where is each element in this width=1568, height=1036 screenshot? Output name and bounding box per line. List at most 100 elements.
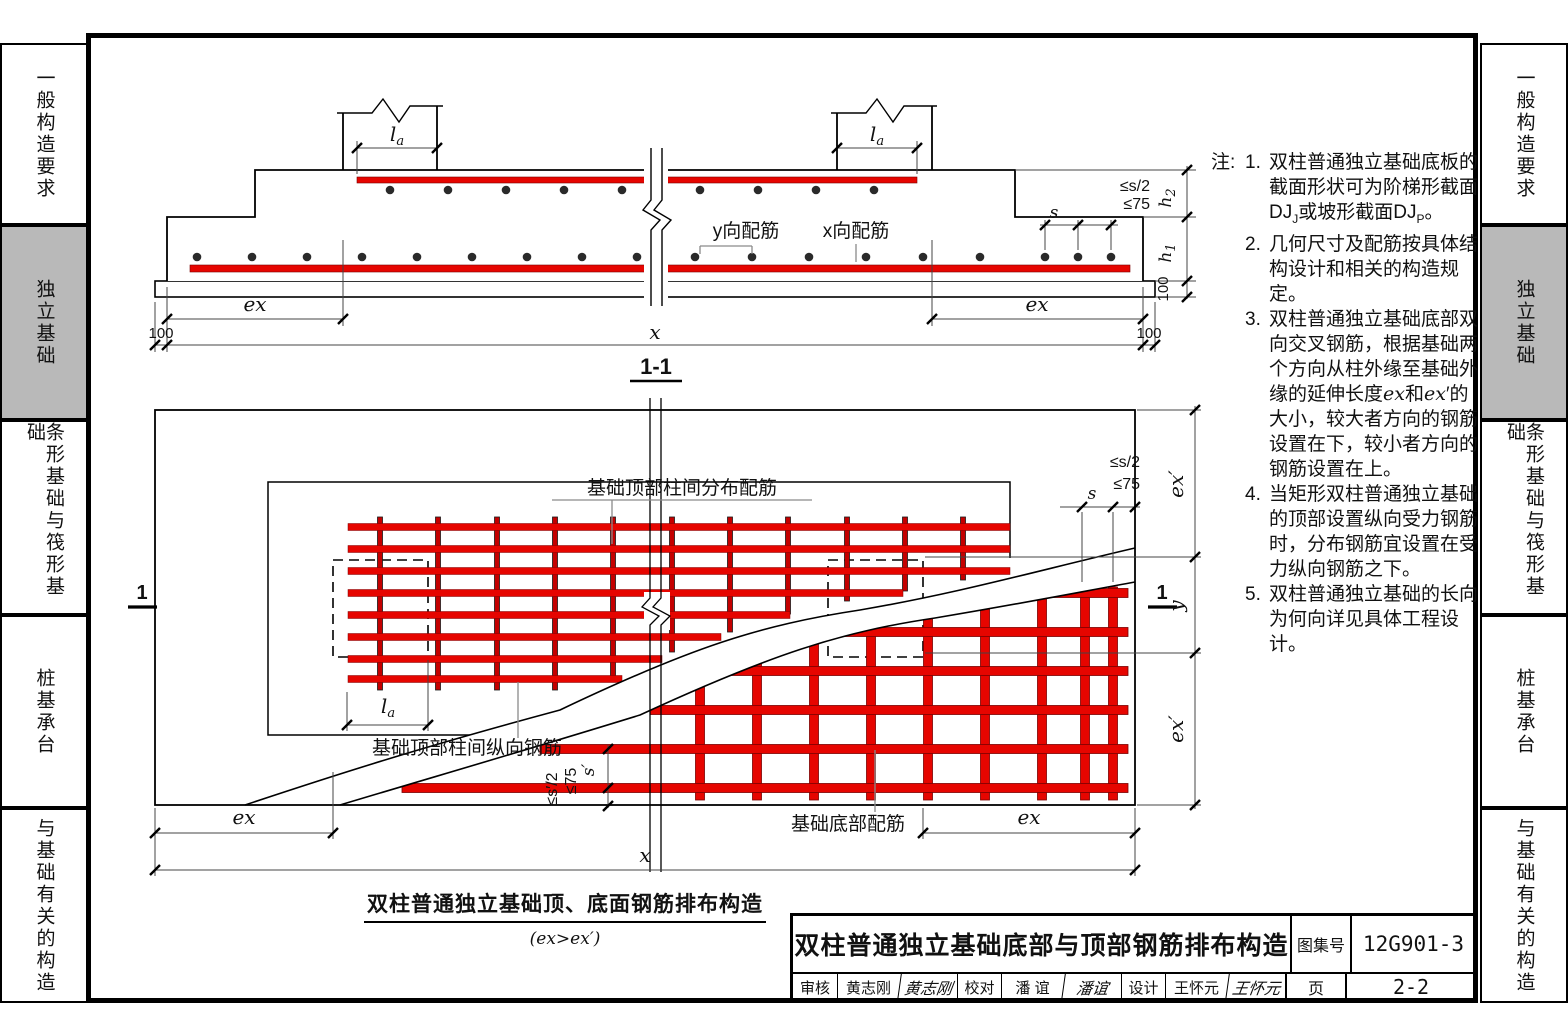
rebar-dot <box>753 185 763 195</box>
dim-la: la <box>390 122 404 149</box>
dim-ex-prime: ex′ <box>1164 715 1188 743</box>
dim-le-75: ≤75 <box>563 768 580 795</box>
label-top-longitudinal-rebar: 基础顶部柱间纵向钢筋 <box>372 737 562 759</box>
rebar-dot <box>385 185 395 195</box>
sidebar-tab-strip-raft: 条形基础与筏形基础 <box>0 420 88 615</box>
reviewer-label: 审核 <box>799 979 830 997</box>
note-item: 2.几何尺寸及配筋按具体结构设计和相关的构造规定。 <box>1245 233 1479 305</box>
bottom-grid-horizontal-bar <box>539 744 1129 754</box>
sidebar-tab-strip-raft: 条形基础与筏形基础 <box>1480 420 1568 615</box>
page-number: 2-2 <box>1345 974 1475 1000</box>
reviewer-name: 黄志刚 <box>837 974 899 1000</box>
title-block: 双柱普通独立基础底部与顶部钢筋排布构造 图集号 12G901-3 审核 黄志刚 … <box>790 913 1478 1003</box>
top-grid-vertical-bar <box>902 516 908 592</box>
column-break-icon <box>337 97 443 124</box>
column-break-icon <box>831 97 937 124</box>
peel-band-edge <box>244 547 1136 806</box>
page-label: 页 <box>1285 974 1345 1000</box>
rebar-dot <box>302 252 312 262</box>
rebar-dot <box>522 252 532 262</box>
dim-le-75: ≤75 <box>1123 196 1150 213</box>
section-marker-1: 1 <box>136 582 147 604</box>
notes-block: 注: 1.双柱普通独立基础底板的截面形状可为阶梯形截面DJJ或坡形截面DJP。 … <box>1211 150 1483 657</box>
rebar-dot <box>247 252 257 262</box>
rebar-dot <box>559 185 569 195</box>
rebar-dot <box>975 252 985 262</box>
dim-la: la <box>870 122 884 149</box>
rebar-dot <box>577 252 587 262</box>
break-line-icon <box>651 398 672 872</box>
sidebar-tab-pile-cap: 桩基承台 <box>1480 615 1568 808</box>
leader-lines <box>699 244 857 262</box>
section-name: 1-1 <box>640 354 672 379</box>
rebar-dot <box>412 252 422 262</box>
dim-y: y <box>1164 600 1188 613</box>
top-rebar-grid <box>347 516 1011 691</box>
dim-100: 100 <box>1155 276 1172 301</box>
plan-dim-ticks <box>149 404 1201 876</box>
dim-h1: h1 <box>1156 243 1179 262</box>
sidebar-tab-pile-cap: 桩基承台 <box>0 615 88 808</box>
sidebar-tab-related: 与基础有关的构造 <box>1480 808 1568 1003</box>
top-grid-horizontal-bar <box>347 545 1011 553</box>
rebar-dot <box>1040 252 1050 262</box>
dim-100: 100 <box>1136 325 1161 342</box>
section-marker-1: 1 <box>1156 582 1167 604</box>
sidebar-tab-general: 一般构造要求 <box>0 43 88 225</box>
rebar-dot <box>747 252 757 262</box>
break-line-icon <box>640 398 661 872</box>
rebar-dot <box>501 185 511 195</box>
top-grid-horizontal-bar <box>347 523 1011 531</box>
leader-lines <box>517 499 876 812</box>
rebar-dot <box>632 252 642 262</box>
sidebar-tab-related: 与基础有关的构造 <box>0 808 88 1003</box>
plan-view: 1 1 基础顶部柱间分布配筋 基础顶部柱间纵向钢筋 基础底部配筋 la s′ ≤… <box>128 398 1201 949</box>
label-x-rebar: x向配筋 <box>823 220 890 242</box>
rebar-dot <box>695 185 705 195</box>
top-grid-vertical-bar <box>844 516 850 602</box>
top-grid-horizontal-bar <box>347 655 663 663</box>
dim-x: x <box>649 320 660 344</box>
dim-la: la <box>381 694 395 721</box>
designer-name: 王怀元 <box>1165 974 1227 1000</box>
inner-step-outline <box>267 481 1011 736</box>
rebar-dot <box>357 252 367 262</box>
rebar-dot <box>811 185 821 195</box>
note-item: 3.双柱普通独立基础底部双向交叉钢筋，根据基础两个方向从柱外缘至基础外缘的延伸长… <box>1245 308 1479 480</box>
top-grid-vertical-bar <box>435 516 441 691</box>
top-grid-horizontal-bar <box>347 589 904 597</box>
bottom-grid-vertical-bar <box>1108 586 1118 801</box>
rebar-dot <box>690 252 700 262</box>
label-bottom-rebar: 基础底部配筋 <box>791 813 905 835</box>
dim-s: s <box>1050 203 1059 223</box>
note-item: 5.双柱普通独立基础的长向为何向详见具体工程设计。 <box>1245 583 1479 655</box>
top-grid-vertical-bar <box>552 516 558 691</box>
checker-name: 潘 谊 <box>1001 974 1063 1000</box>
checker-label: 校对 <box>957 974 1001 1000</box>
break-line-icon <box>641 148 662 306</box>
dim-le-s2: ≤s/2 <box>1120 178 1150 195</box>
peel-band <box>245 548 1135 805</box>
dim-ex-prime: ex′ <box>1164 470 1188 498</box>
rebar-dot <box>804 252 814 262</box>
sidebar-tab-independent-foundation: 独立基础 <box>0 225 88 420</box>
checker-signature: 潘谊 <box>1061 974 1123 1000</box>
top-grid-vertical-bar <box>669 516 675 653</box>
dim-x: x <box>639 843 650 867</box>
note-item: 1.双柱普通独立基础底板的截面形状可为阶梯形截面DJJ或坡形截面DJP。 <box>1245 152 1479 226</box>
rebar-dot <box>861 252 871 262</box>
rebar-dot <box>1073 252 1083 262</box>
top-grid-horizontal-bar <box>347 611 791 619</box>
dim-le-75: ≤75 <box>1113 476 1140 493</box>
designer-signature: 王怀元 <box>1225 974 1287 1000</box>
top-grid-vertical-bar <box>494 516 500 691</box>
rebar-dot <box>192 252 202 262</box>
top-grid-vertical-bar <box>377 516 383 691</box>
label-top-distribution-rebar: 基础顶部柱间分布配筋 <box>587 477 777 499</box>
designer-label: 设计 <box>1121 974 1165 1000</box>
peel-band-edge <box>339 581 1136 806</box>
dim-le-s2: ≤s/2 <box>1110 454 1140 471</box>
plan-caption-sub: (ex>ex′) <box>530 929 601 949</box>
plan-caption: 双柱普通独立基础顶、底面钢筋排布构造 <box>367 892 763 916</box>
dim-ex: ex <box>1025 292 1048 316</box>
